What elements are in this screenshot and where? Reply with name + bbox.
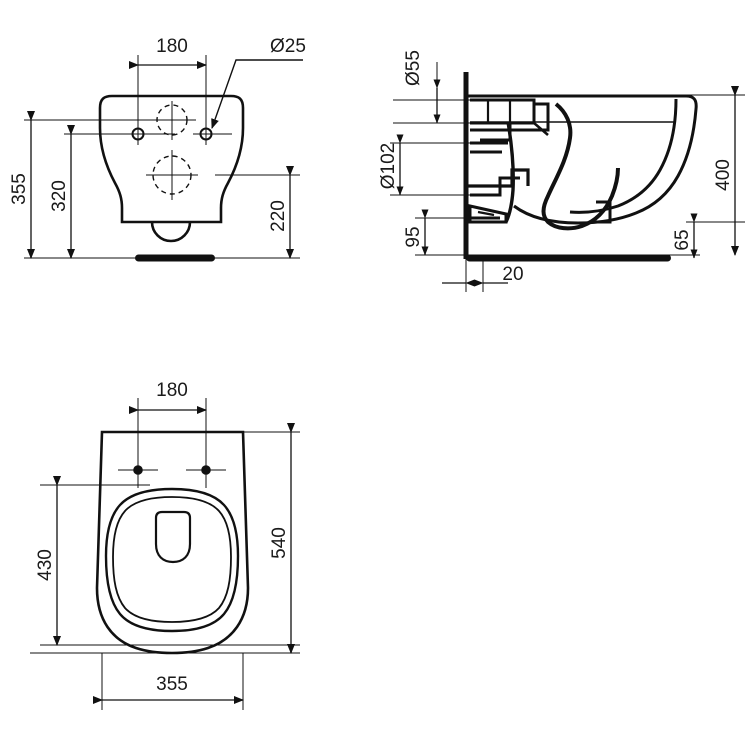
plan-view-extension-lines xyxy=(30,398,300,710)
front-centre-lines xyxy=(120,101,232,200)
front-pan-outline xyxy=(98,94,245,224)
side-mounting-wall xyxy=(463,72,469,259)
side-view xyxy=(390,62,745,292)
front-view-extension-lines xyxy=(24,55,300,259)
plan-flush-feature xyxy=(154,510,192,564)
side-bowl-outer-profile xyxy=(468,94,698,225)
dim-text-plan-540: 540 xyxy=(269,527,290,559)
plan-pan-outline xyxy=(95,430,250,655)
front-floor-bar xyxy=(135,254,215,262)
front-outlet-circle-hidden xyxy=(152,155,192,195)
dim-text-plan-430: 430 xyxy=(35,549,56,581)
front-outlet-recess xyxy=(150,221,192,243)
front-fixing-hole-left xyxy=(131,127,145,141)
side-support-bracket xyxy=(468,168,530,224)
front-inlet-circle-hidden xyxy=(156,104,188,136)
dim-text-front-180: 180 xyxy=(156,36,188,57)
leader-front-diameter25 xyxy=(211,59,303,129)
side-base-foot xyxy=(596,200,612,224)
side-trap-profile xyxy=(541,102,620,231)
dim-text-side-400: 400 xyxy=(713,159,734,191)
dim-text-front-220: 220 xyxy=(268,200,289,232)
side-bowl-inner-wall xyxy=(504,121,515,223)
dim-text-front-355: 355 xyxy=(9,173,30,205)
plan-bowl-inner-ring xyxy=(112,496,232,623)
dim-text-side-95: 95 xyxy=(403,226,424,247)
dim-text-side-20: 20 xyxy=(502,264,523,285)
front-view xyxy=(24,55,303,262)
side-bowl-inner-profile xyxy=(569,98,678,214)
dim-text-side-d102: Ø102 xyxy=(378,143,399,189)
plan-fixing-hole-left xyxy=(133,465,143,475)
dim-text-side-d55: Ø55 xyxy=(403,50,424,86)
side-floor-bar xyxy=(466,254,671,262)
dim-text-front-d25: Ø25 xyxy=(270,36,306,57)
dim-text-front-320: 320 xyxy=(49,180,70,212)
dim-text-plan-355: 355 xyxy=(156,674,188,695)
dim-text-plan-180: 180 xyxy=(156,380,188,401)
plan-fixing-hole-right xyxy=(201,465,211,475)
plan-view xyxy=(30,398,300,710)
plan-bowl-outer-ring xyxy=(104,487,240,633)
dim-text-side-65: 65 xyxy=(672,229,693,250)
side-inlet-assembly xyxy=(470,98,550,142)
front-fixing-hole-right xyxy=(199,127,213,141)
